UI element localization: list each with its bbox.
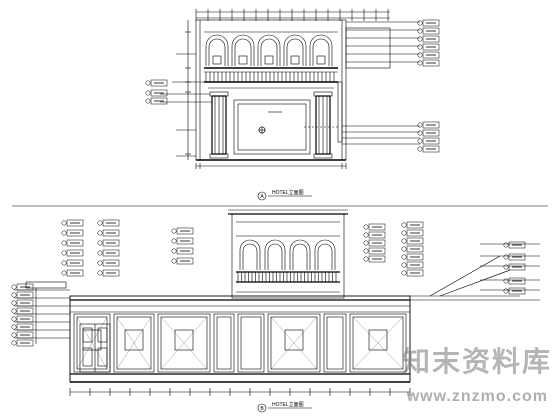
upper-elevation-title-text: HOTEL立面图 (272, 189, 304, 196)
annotation-tag (145, 79, 168, 87)
annotation-tag (363, 247, 386, 255)
annotation-tag (503, 287, 526, 295)
annotation-tag (363, 255, 386, 263)
annotation-tag (417, 43, 440, 51)
arch (231, 34, 255, 66)
lower-section-mark: B (260, 406, 264, 412)
wall-bay (323, 313, 347, 373)
annotation-tag (97, 249, 120, 257)
annotation-tag (417, 35, 440, 43)
annotation-tag (61, 269, 84, 277)
wall-bay (349, 313, 407, 373)
annotation-tag (97, 239, 120, 247)
annotation-tag (171, 257, 194, 265)
annotation-tag (145, 89, 168, 97)
annotation-tag (401, 261, 424, 269)
arch (289, 239, 311, 270)
annotation-tag (11, 299, 34, 307)
arch (257, 34, 281, 66)
annotation-tag (417, 145, 440, 153)
annotation-tag (417, 129, 440, 137)
annotation-tag (11, 307, 34, 315)
annotation-tag (97, 269, 120, 277)
annotation-tag (171, 247, 194, 255)
wall-bay (267, 313, 321, 373)
annotation-tag (11, 315, 34, 323)
annotation-tags (11, 19, 526, 347)
wall-bay (157, 313, 211, 373)
annotation-tag (401, 237, 424, 245)
annotation-tag (417, 19, 440, 27)
watermark-url: www.znzmo.com (406, 388, 548, 405)
arch (205, 34, 229, 66)
wall-bay (237, 313, 265, 373)
annotation-tag (401, 221, 424, 229)
annotation-tag (363, 223, 386, 231)
annotation-tag (503, 241, 526, 249)
annotation-tag (97, 229, 120, 237)
annotation-tag (171, 237, 194, 245)
upper-section-mark: A (260, 194, 264, 200)
annotation-tag (11, 331, 34, 339)
annotation-tag (401, 253, 424, 261)
annotation-tag (97, 219, 120, 227)
annotation-tag (145, 97, 168, 105)
annotation-tag (417, 27, 440, 35)
upper-elevation (160, 9, 420, 169)
annotation-tag (11, 283, 34, 291)
annotation-tag (417, 59, 440, 67)
annotation-tag (401, 229, 424, 237)
wall-bay (113, 313, 155, 373)
annotation-tag (363, 231, 386, 239)
annotation-tag (11, 339, 34, 347)
annotation-tag (503, 253, 526, 261)
lower-elevation-title: B HOTEL立面图 (257, 401, 312, 413)
arch (314, 239, 336, 270)
annotation-tag (61, 229, 84, 237)
annotation-tag (363, 239, 386, 247)
annotation-tag (61, 239, 84, 247)
annotation-tag (401, 245, 424, 253)
annotation-tag (171, 227, 194, 235)
annotation-tag (11, 323, 34, 331)
annotation-tag (503, 263, 526, 271)
watermark-brand: 知末资料库 (401, 345, 552, 378)
annotation-tag (503, 277, 526, 285)
arch (264, 239, 286, 270)
annotation-tag (417, 137, 440, 145)
wall-bay (213, 313, 235, 373)
arch (309, 34, 333, 66)
annotation-tag (97, 259, 120, 267)
upper-elevation-title: A HOTEL立面图 (257, 189, 312, 201)
annotation-tag (61, 219, 84, 227)
annotation-tag (11, 291, 34, 299)
lower-elevation-title-text: HOTEL立面图 (272, 401, 304, 408)
annotation-tag (61, 259, 84, 267)
lower-elevation (14, 209, 540, 396)
arch (239, 239, 261, 270)
annotation-tag (401, 269, 424, 277)
annotation-tag (61, 249, 84, 257)
annotation-tag (417, 51, 440, 59)
annotation-tag (417, 121, 440, 129)
arch (283, 34, 307, 66)
